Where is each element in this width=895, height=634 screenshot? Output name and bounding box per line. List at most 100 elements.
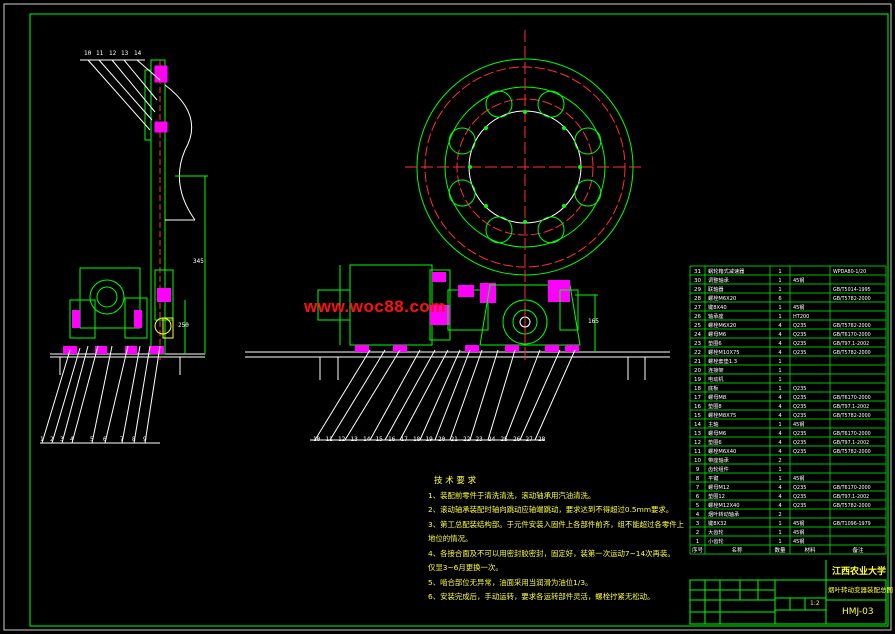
bom-cell-index: 22 — [694, 350, 701, 356]
bom-cell-note: GB/T97.1-2002 — [833, 404, 869, 410]
balloon-number: 18 — [413, 436, 421, 443]
bom-cell-index: 6 — [696, 494, 700, 500]
bom-cell-material: 45钢 — [793, 538, 804, 545]
bom-cell-index: 26 — [694, 314, 701, 320]
bom-cell-material: Q235 — [793, 503, 806, 509]
balloon-number: 6 — [103, 436, 107, 443]
balloon-number: 4 — [70, 436, 74, 443]
bom-cell-index: 21 — [694, 359, 701, 365]
gear-lightening-hole — [574, 179, 602, 207]
bom-cell-index: 7 — [696, 485, 700, 491]
bom-cell-index: 12 — [694, 440, 701, 446]
balloon-number: 25 — [500, 436, 508, 443]
bom-cell-name: 螺母M12 — [708, 483, 729, 491]
bom-cell-qty: 4 — [778, 395, 782, 401]
bom-cell-name: 垫圈6 — [708, 339, 722, 347]
bom-cell-name: 连接架 — [708, 366, 724, 374]
gear-lightening-hole — [485, 90, 513, 118]
bom-cell-name: 垫圈6 — [708, 438, 722, 446]
tech-line: 6、安装完成后，手动运转，要求各运转部件灵活，螺栓拧紧无松动。 — [428, 592, 655, 601]
bom-cell-qty: 4 — [778, 485, 782, 491]
bom-cell-qty: 1 — [778, 314, 781, 320]
bom-cell-index: 30 — [694, 278, 701, 284]
bom-cell-name: 螺栓M6X20 — [708, 321, 736, 329]
bom-cell-index: 16 — [694, 404, 701, 410]
bom-cell-note: GB/T5782-2000 — [833, 503, 871, 509]
bom-cell-qty: 2 — [778, 458, 781, 464]
balloons-mid-bottom — [310, 349, 576, 441]
bom-cell-qty: 1 — [778, 530, 781, 536]
bom-cell-material: 45钢 — [793, 277, 804, 284]
balloon-number: 250 — [178, 322, 189, 329]
balloon-number: 11 — [96, 50, 104, 57]
bom-cell-index: 1 — [696, 539, 700, 545]
bom-cell-note: GB/T6170-2000 — [833, 395, 871, 401]
bom-cell-index: 11 — [694, 449, 701, 455]
bom-cell-qty: 4 — [778, 449, 782, 455]
bom-cell-qty: 4 — [778, 413, 782, 419]
bom-header-cell: 名称 — [731, 546, 743, 554]
bom-cell-name: 轴承座 — [708, 312, 724, 320]
bom-cell-index: 3 — [696, 521, 700, 527]
bom-cell-name: 齿轮组件 — [708, 465, 729, 473]
bom-cell-index: 8 — [696, 476, 700, 482]
bom-cell-index: 14 — [694, 422, 701, 428]
balloon-number: 10 — [84, 50, 92, 57]
bom-cell-index: 15 — [694, 413, 701, 419]
bom-cell-note: GB/T5782-2000 — [833, 296, 871, 302]
bom-cell-material: Q235 — [793, 323, 806, 329]
bom-cell-name: 螺栓套垫1.3 — [708, 357, 737, 365]
gear-lightening-hole — [485, 216, 513, 244]
bom-cell-index: 29 — [694, 287, 701, 293]
bom-cell-material: 45钢 — [793, 421, 804, 428]
bom-cell-note: GB/T6170-2000 — [833, 431, 871, 437]
balloon-number: 12 — [109, 50, 117, 57]
bom-cell-material: Q235 — [793, 440, 806, 446]
bom-cell-qty: 1 — [778, 359, 781, 365]
bom-cell-name: 螺栓M6X40 — [708, 447, 736, 455]
balloon-number: 14 — [363, 436, 371, 443]
tech-heading: 技 术 要 求 — [434, 476, 477, 486]
bom-cell-index: 28 — [694, 296, 701, 302]
bom-cell-material: 45钢 — [793, 475, 804, 482]
bom-cell-name: 主轴 — [708, 420, 718, 428]
bom-cell-name: 联轴器 — [708, 285, 724, 293]
bom-cell-note: WPDA80-1/20 — [833, 269, 866, 275]
bom-cell-material: Q235 — [793, 404, 806, 410]
bom-cell-material: Q235 — [793, 431, 806, 437]
balloon-number: 27 — [525, 436, 533, 443]
bom-cell-qty: 4 — [778, 440, 782, 446]
bom-cell-name: 垫圈8 — [708, 402, 722, 410]
bom-cell-qty: 1 — [778, 278, 781, 284]
tech-line: 4、各接合面及不可以用密封胶密封，固定好，装第一次运动7~14次再装。 — [428, 548, 675, 558]
drawing-number: HMJ-03 — [842, 607, 874, 617]
bom-cell-index: 2 — [696, 530, 700, 536]
bom-cell-qty: 4 — [778, 404, 782, 410]
balloon-number: 9 — [143, 436, 147, 443]
bom-cell-index: 27 — [694, 305, 701, 311]
bom-cell-note: GB/T1096-1979 — [833, 521, 871, 527]
balloon-number: 165 — [588, 318, 599, 325]
bom-cell-qty: 4 — [778, 350, 782, 356]
bom-cell-qty: 1 — [778, 422, 781, 428]
bom-cell-note: GB/T5782-2000 — [833, 449, 871, 455]
bom-cell-note: GB/T6170-2000 — [833, 332, 871, 338]
bom-cell-qty: 1 — [778, 377, 781, 383]
balloon-number: 12 — [338, 436, 346, 443]
balloon-number: 11 — [325, 436, 333, 443]
balloon-number: 8 — [132, 436, 136, 443]
bom-cell-material: Q235 — [793, 350, 806, 356]
balloon-number: 19 — [425, 436, 433, 443]
bom-cell-index: 17 — [694, 395, 701, 401]
balloon-number: 16 — [388, 436, 396, 443]
bom-cell-name: 底板 — [708, 384, 719, 392]
tech-line: 1、装配前零件于清洗清洗，滚动轴承用汽油清洗。 — [428, 490, 596, 500]
bom-cell-note: GB/T97.1-2002 — [833, 440, 869, 446]
balloon-number: 21 — [450, 436, 458, 443]
bom-cell-index: 10 — [694, 458, 701, 464]
bom-cell-index: 18 — [694, 386, 701, 392]
bom-cell-qty: 1 — [778, 305, 781, 311]
outer-frame — [3, 3, 892, 631]
